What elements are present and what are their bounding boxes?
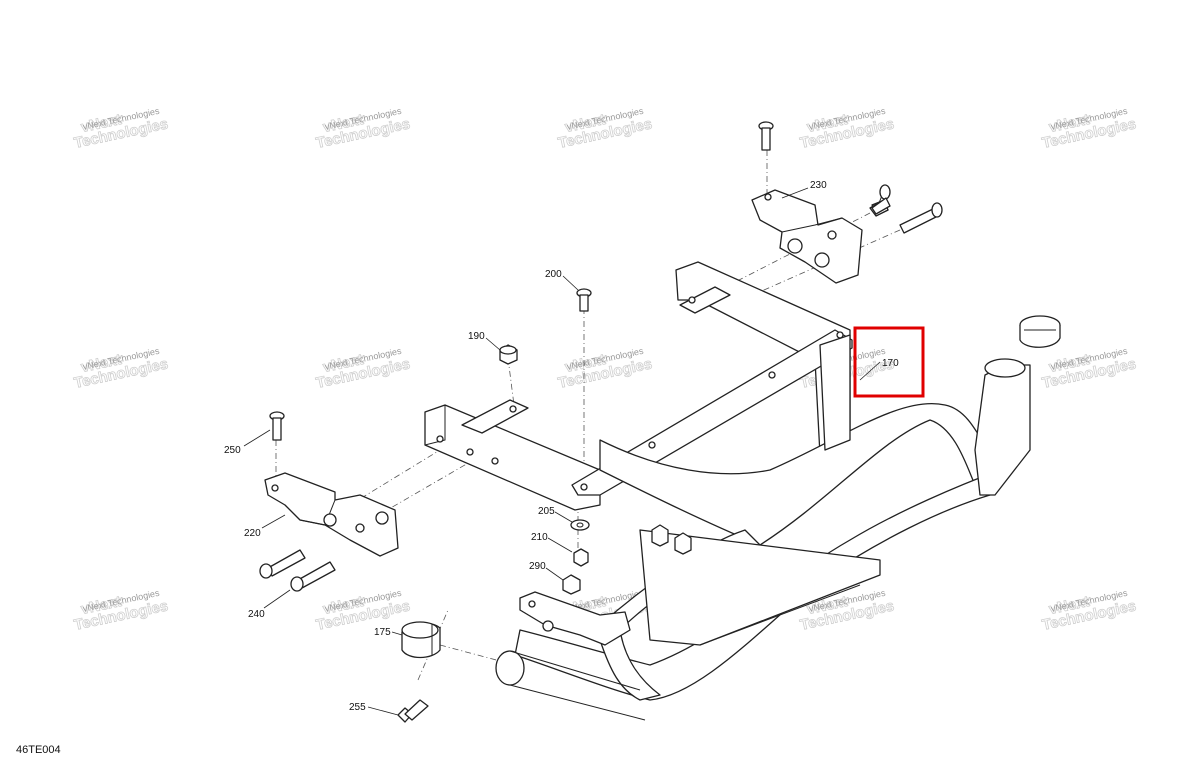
watermark: vNext Technologies vNext Technologies: [72, 346, 170, 393]
watermark: vNext Technologies vNext Technologies: [314, 106, 412, 153]
pins-240[interactable]: [259, 549, 336, 592]
frame-nuts[interactable]: [651, 524, 692, 555]
callout-numbers: 230 200 190 170 250 220 240 205 210 290 …: [224, 180, 899, 713]
watermark: vNext Technologies vNext Technologies: [314, 346, 412, 393]
callout-190[interactable]: 190: [468, 331, 485, 342]
part-230-upper-bracket[interactable]: [751, 189, 863, 284]
bolt-200[interactable]: [576, 288, 592, 312]
pins-upper-bracket[interactable]: [869, 184, 943, 234]
callout-255[interactable]: 255: [349, 702, 366, 713]
end-cap-170[interactable]: [1019, 315, 1061, 348]
watermark-grid: vNext Technologies vNext Technologies vN…: [72, 106, 1138, 635]
nut-210[interactable]: [573, 548, 589, 567]
watermark: vNext Technologies vNext Technologies: [1040, 346, 1138, 393]
callout-200[interactable]: 200: [545, 269, 562, 280]
drawing-code: 46TE004: [16, 744, 61, 756]
callout-175[interactable]: 175: [374, 627, 391, 638]
callout-290[interactable]: 290: [529, 561, 546, 572]
nut-190[interactable]: [499, 344, 518, 365]
bolt-250[interactable]: [269, 411, 285, 441]
lower-bracket[interactable]: [519, 591, 631, 646]
bumper-frame[interactable]: [424, 261, 1031, 721]
bolt-255[interactable]: [397, 699, 429, 723]
part-220-left-bracket[interactable]: [264, 472, 399, 557]
watermark: vNext Technologies vNext Technologies: [72, 106, 170, 153]
callout-leaders: [243, 187, 881, 716]
watermark: vNext Technologies vNext Technologies: [314, 588, 412, 635]
washer-205[interactable]: [570, 519, 590, 531]
nut-290[interactable]: [562, 574, 581, 595]
cap-175[interactable]: [401, 621, 441, 659]
watermark: vNext Technologies vNext Technologies: [556, 106, 654, 153]
watermark: vNext Technologies vNext Technologies: [1040, 588, 1138, 635]
callout-230[interactable]: 230: [810, 180, 827, 191]
callout-210[interactable]: 210: [531, 532, 548, 543]
watermark: vNext Technologies vNext Technologies: [556, 346, 654, 393]
callout-205[interactable]: 205: [538, 506, 555, 517]
callout-250[interactable]: 250: [224, 445, 241, 456]
watermark: vNext Technologies vNext Technologies: [1040, 106, 1138, 153]
watermark: vNext Technologies vNext Technologies: [798, 106, 896, 153]
watermark: vNext Technologies vNext Technologies: [72, 588, 170, 635]
highlight-box-170: [853, 326, 925, 398]
bolt-upper-bracket[interactable]: [758, 121, 774, 151]
callout-170[interactable]: 170: [882, 358, 899, 369]
callout-240[interactable]: 240: [248, 609, 265, 620]
callout-220[interactable]: 220: [244, 528, 261, 539]
